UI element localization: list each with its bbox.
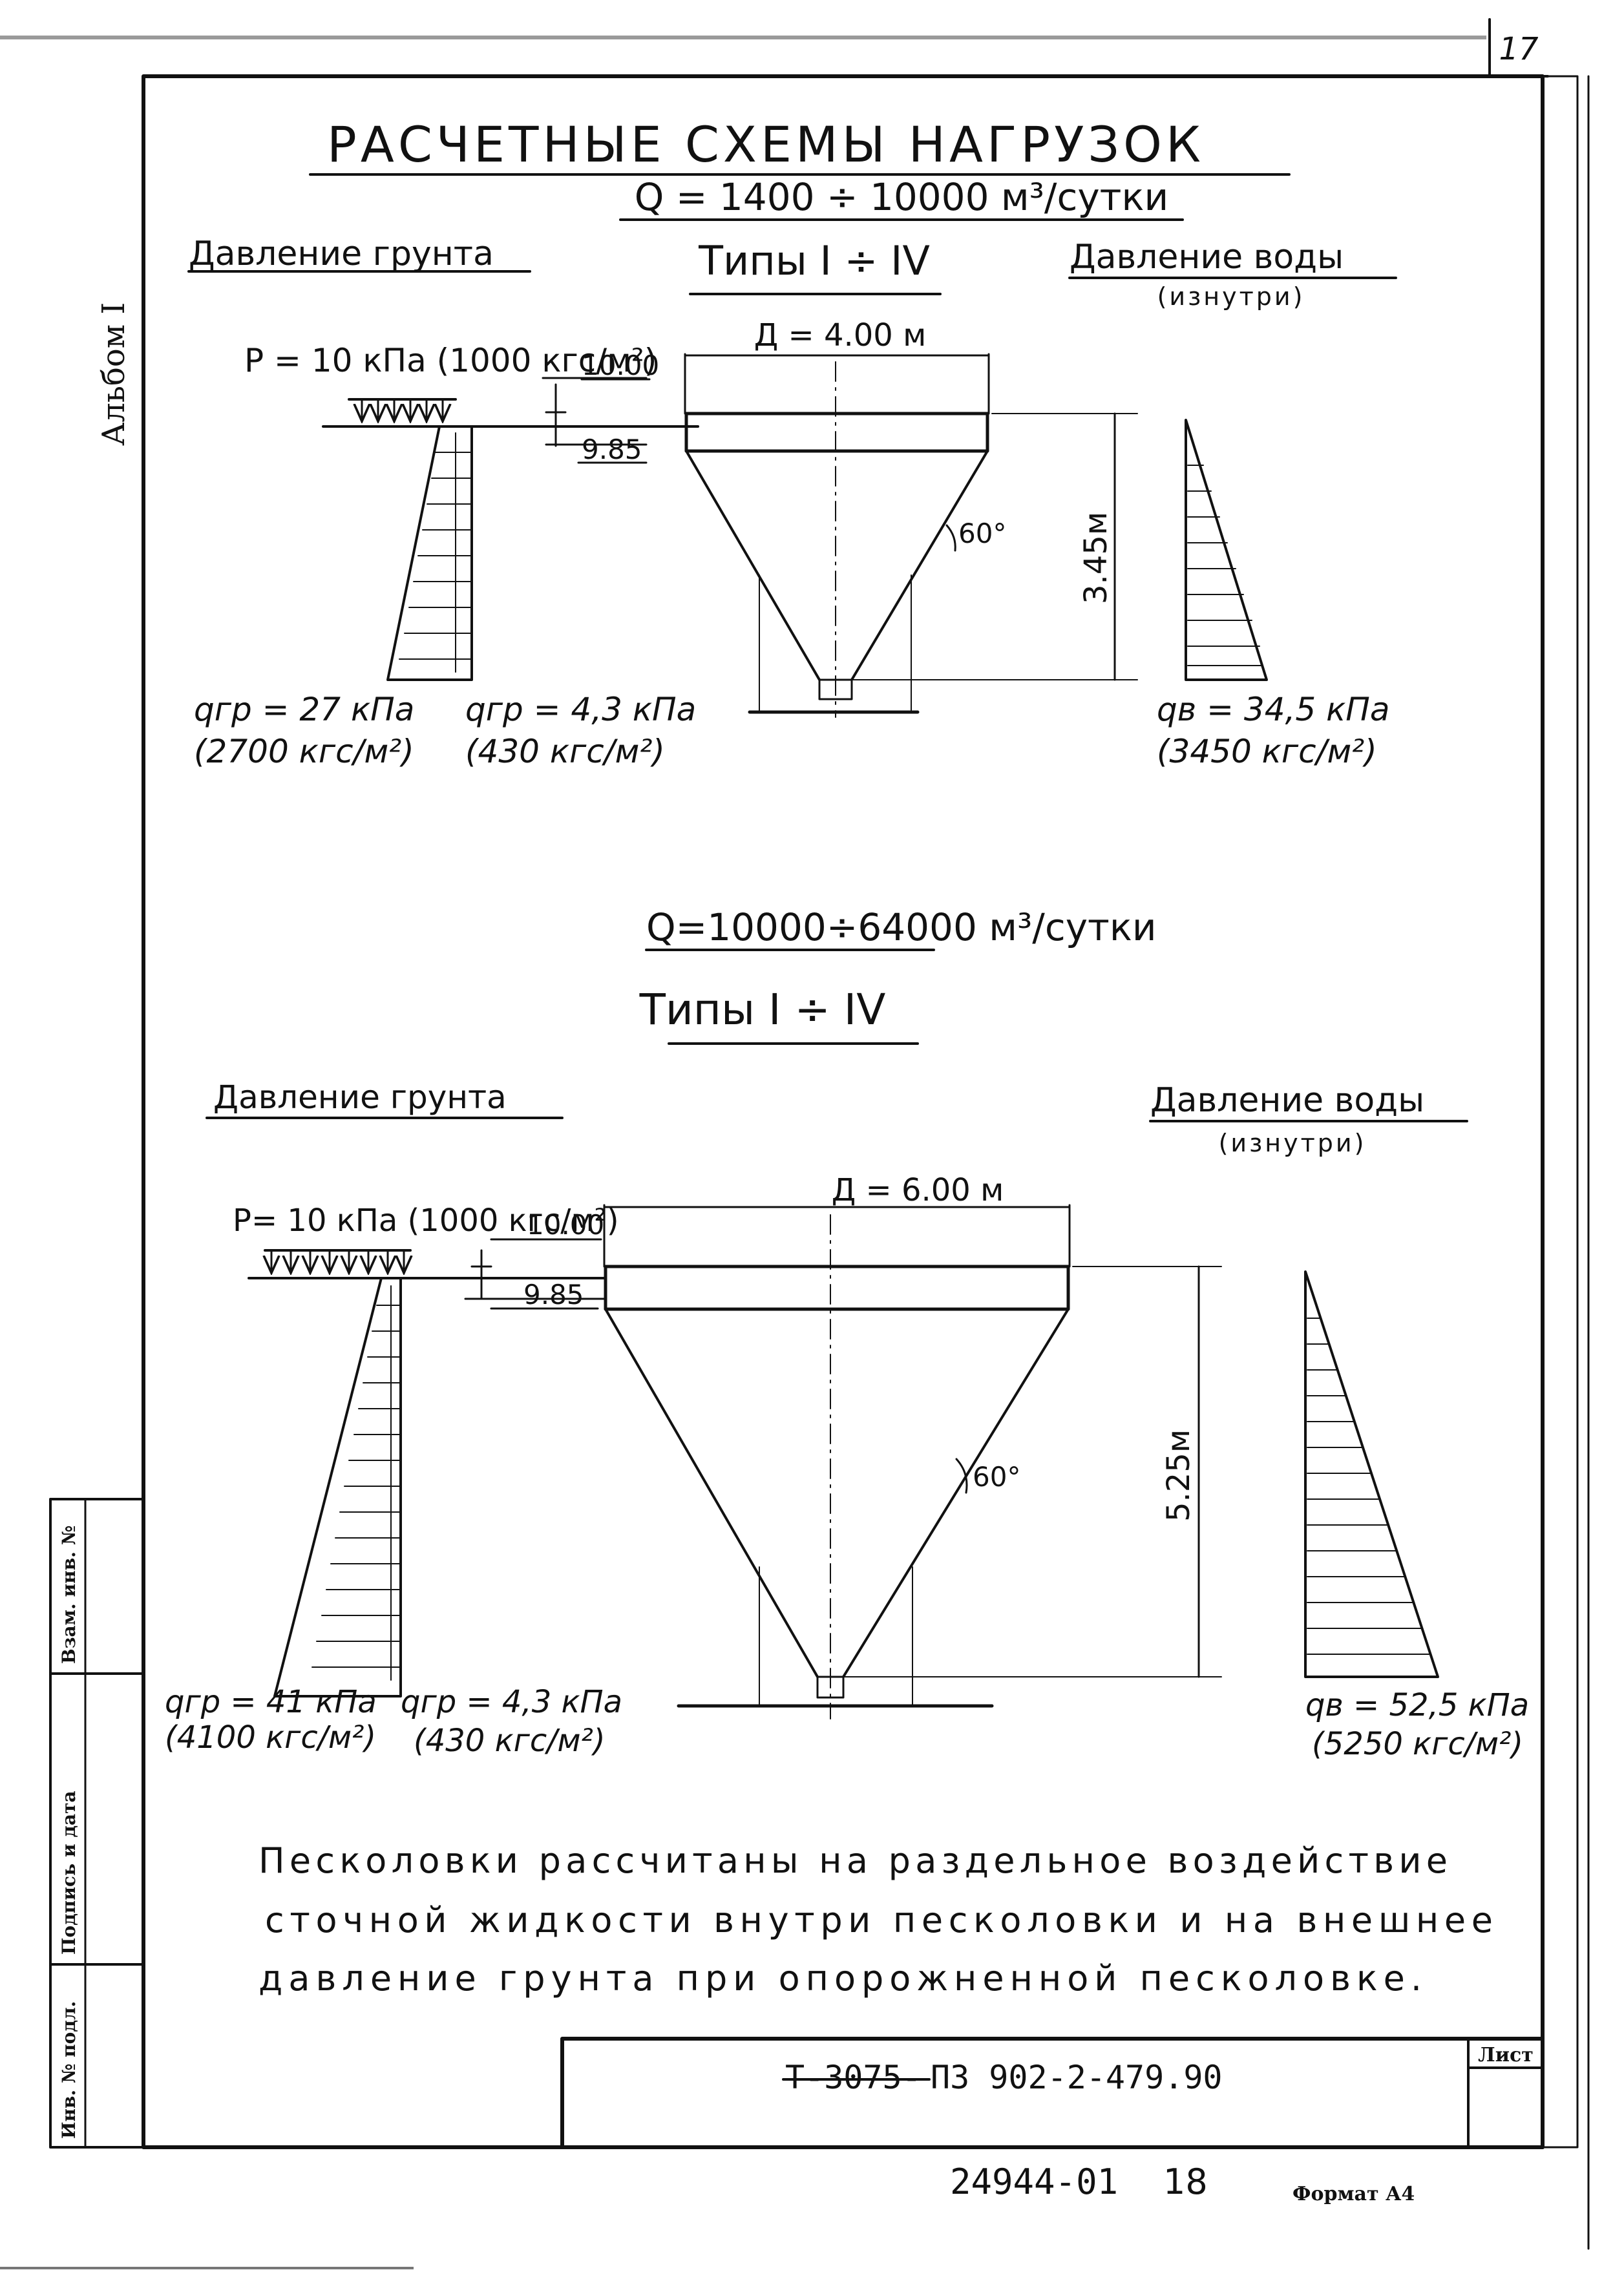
sheet-label: Лист: [1478, 2044, 1534, 2066]
level-ground-1: 9.85: [582, 434, 642, 465]
water-pressure-value-kgs-1: (3450 кгс/м²): [1157, 733, 1377, 770]
note-line-3: давление грунта при опорожненной песколо…: [258, 1958, 1422, 1999]
types-2: Типы I ÷ IV: [639, 985, 886, 1035]
soil-pressure-min-2: qгр = 4,3 кПа: [401, 1684, 622, 1720]
left-stamp-strip: Взам. инв. № Подпись и дата Инв. № подл.: [49, 1498, 145, 2149]
surface-load-arrows-1: [348, 398, 457, 421]
soil-pressure-max-1: qгр = 27 кПа: [194, 691, 414, 728]
format-label: Формат А4: [1292, 2183, 1415, 2205]
types-1: Типы I ÷ IV: [698, 237, 930, 284]
level-marks-2: 10.00 9.85: [464, 1209, 606, 1310]
note-line-2: сточной жидкости внутри песколовки и на …: [265, 1900, 1493, 1940]
album-label: Альбом I: [96, 302, 132, 446]
diameter-1: Д = 4.00 м: [754, 317, 927, 353]
soil-pressure-diagram-1: [386, 425, 473, 681]
surface-load-2: P= 10 кПа (1000 кгс/м²): [233, 1203, 619, 1239]
water-pressure-sub-2: (изнутри): [1219, 1129, 1367, 1157]
water-pressure-sub-1: (изнутри): [1157, 282, 1305, 311]
page-title: РАСЧЕТНЫЕ СХЕМЫ НАГРУЗОК: [327, 116, 1205, 173]
inventory-number: 24944-01: [950, 2161, 1118, 2202]
diameter-2: Д = 6.00 м: [832, 1172, 1004, 1208]
inventory-page: 18: [1163, 2161, 1208, 2202]
grit-chamber-section-2: Д = 6.00 м 60°: [603, 1172, 1071, 1719]
level-marks-1: 10.00 9.85: [542, 350, 659, 465]
cone-angle-2: 60°: [973, 1461, 1020, 1493]
page-number-box: 17: [1488, 18, 1549, 78]
flow-rate-1: Q = 1400 ÷ 10000 м³/сутки: [635, 175, 1168, 219]
stamp-label-replacement: Взам. инв. №: [58, 1526, 79, 1664]
soil-pressure-max-kgs-1: (2700 кгс/м²): [194, 733, 414, 770]
level-ground-2: 9.85: [523, 1279, 584, 1310]
water-pressure-heading-1: Давление воды: [1070, 238, 1344, 277]
note-line-1: Песколовки рассчитаны на раздельное возд…: [258, 1840, 1448, 1881]
soil-pressure-max-2: qгр = 41 кПа: [165, 1684, 377, 1720]
water-pressure-diagram-1: [1185, 419, 1268, 681]
design-note: Песколовки рассчитаны на раздельное возд…: [258, 1840, 1493, 1999]
water-pressure-value-kgs-2: (5250 кгс/м²): [1312, 1726, 1523, 1762]
soil-pressure-diagram-2: [273, 1277, 402, 1698]
soil-pressure-min-1: qгр = 4,3 кПа: [465, 691, 696, 728]
stamp-label-signature: Подпись и дата: [58, 1791, 79, 1955]
water-pressure-heading-2: Давление воды: [1150, 1081, 1424, 1120]
water-pressure-value-1: qв = 34,5 кПа: [1157, 691, 1390, 728]
soil-pressure-min-kgs-2: (430 кгс/м²): [414, 1723, 606, 1759]
level-top-2: 10.00: [527, 1209, 604, 1241]
scheme-2: Q=10000÷64000 м³/сутки Типы I ÷ IV Давле…: [165, 905, 1529, 1762]
surface-load-1: P = 10 кПа (1000 кгс/м²): [244, 342, 657, 379]
frame-right-strip: [1541, 75, 1579, 2149]
height-dimension-2: 5.25м: [833, 1265, 1222, 1678]
height-1: 3.45м: [1078, 512, 1114, 604]
soil-pressure-heading-1: Давление грунта: [189, 235, 494, 273]
document-code: ПЗ 902-2-479.90: [931, 2059, 1223, 2096]
height-dimension-1: 3.45м: [833, 412, 1138, 681]
soil-pressure-min-kgs-1: (430 кгс/м²): [465, 733, 665, 770]
cone-angle-1: 60°: [958, 518, 1006, 549]
stamp-label-inventory: Инв. № подл.: [58, 2001, 79, 2139]
struck-code: Т-3075-: [785, 2059, 922, 2096]
level-top-1: 10.00: [582, 350, 659, 381]
surface-load-arrows-2: [265, 1249, 410, 1273]
page-number: 17: [1499, 31, 1539, 67]
water-pressure-value-2: qв = 52,5 кПа: [1305, 1687, 1529, 1723]
water-pressure-diagram-2: [1304, 1270, 1439, 1678]
height-2: 5.25м: [1161, 1429, 1197, 1522]
scheme-1: Q = 1400 ÷ 10000 м³/сутки Давление грунт…: [187, 175, 1397, 770]
flow-rate-2: Q=10000÷64000 м³/сутки: [646, 905, 1157, 949]
grit-chamber-section-1: Д = 4.00 м 60°: [684, 317, 1006, 718]
soil-pressure-heading-2: Давление грунта: [213, 1078, 507, 1116]
title-block: Лист Т-3075- ПЗ 902-2-479.90: [560, 2037, 1545, 2149]
soil-pressure-max-kgs-2: (4100 кгс/м²): [165, 1719, 376, 1756]
